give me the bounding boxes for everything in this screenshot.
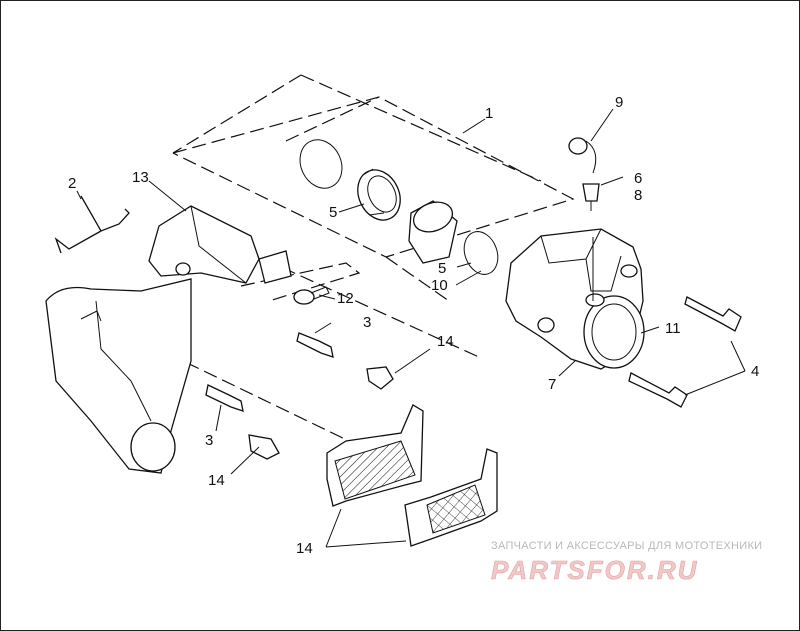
watermark: ЗАПЧАСТИ И АКСЕССУАРЫ ДЛЯ МОТОТЕХНИКИ PA… (491, 540, 762, 585)
watermark-tagline: ЗАПЧАСТИ И АКСЕССУАРЫ ДЛЯ МОТОТЕХНИКИ (491, 540, 762, 552)
caliper-bracket (148, 205, 292, 284)
guide-pin-lower (205, 384, 244, 412)
callout-2: 2 (68, 175, 76, 192)
callout-11: 11 (665, 320, 681, 337)
callouts: 1 2 13 5 5 10 12 3 14 3 14 14 9 6 8 11 7… (68, 94, 759, 557)
callout-6: 6 (634, 170, 642, 187)
callout-13: 13 (132, 169, 149, 186)
piston-ring-5 (357, 168, 401, 221)
brake-pad-rear (404, 448, 498, 547)
pin-12 (293, 286, 330, 305)
callout-3-upper: 3 (363, 314, 371, 331)
callout-8: 8 (634, 187, 642, 204)
callout-7: 7 (548, 376, 556, 393)
seal-ring-left (299, 139, 343, 189)
callout-10: 10 (431, 277, 448, 294)
callout-5-upper: 5 (329, 204, 337, 221)
bleeder-valve (582, 183, 600, 211)
bleeder-cap (568, 137, 597, 174)
spring-clip (54, 195, 130, 254)
retainer-clip-lower (248, 434, 280, 460)
callout-9: 9 (615, 94, 623, 111)
mounting-bolt-upper (684, 296, 742, 332)
callout-14-upper: 14 (437, 333, 454, 350)
callout-5-lower: 5 (438, 260, 446, 277)
mounting-bolt-lower (628, 372, 688, 408)
retainer-clip-upper (366, 366, 394, 390)
callout-1: 1 (485, 105, 493, 122)
caliper-support (45, 278, 192, 474)
callout-3-lower: 3 (205, 432, 213, 449)
guide-pin-upper (296, 332, 334, 358)
caliper-housing (505, 228, 645, 370)
callout-4: 4 (751, 363, 759, 380)
callout-12: 12 (337, 290, 354, 307)
leader-lines (76, 108, 746, 548)
callout-14-pads: 14 (296, 540, 313, 557)
brake-pad-front (326, 404, 424, 507)
callout-14-lower: 14 (208, 472, 225, 489)
seal-ring-10 (463, 231, 499, 275)
piston (408, 200, 458, 264)
watermark-brand: PARTSFOR.RU (491, 555, 698, 585)
